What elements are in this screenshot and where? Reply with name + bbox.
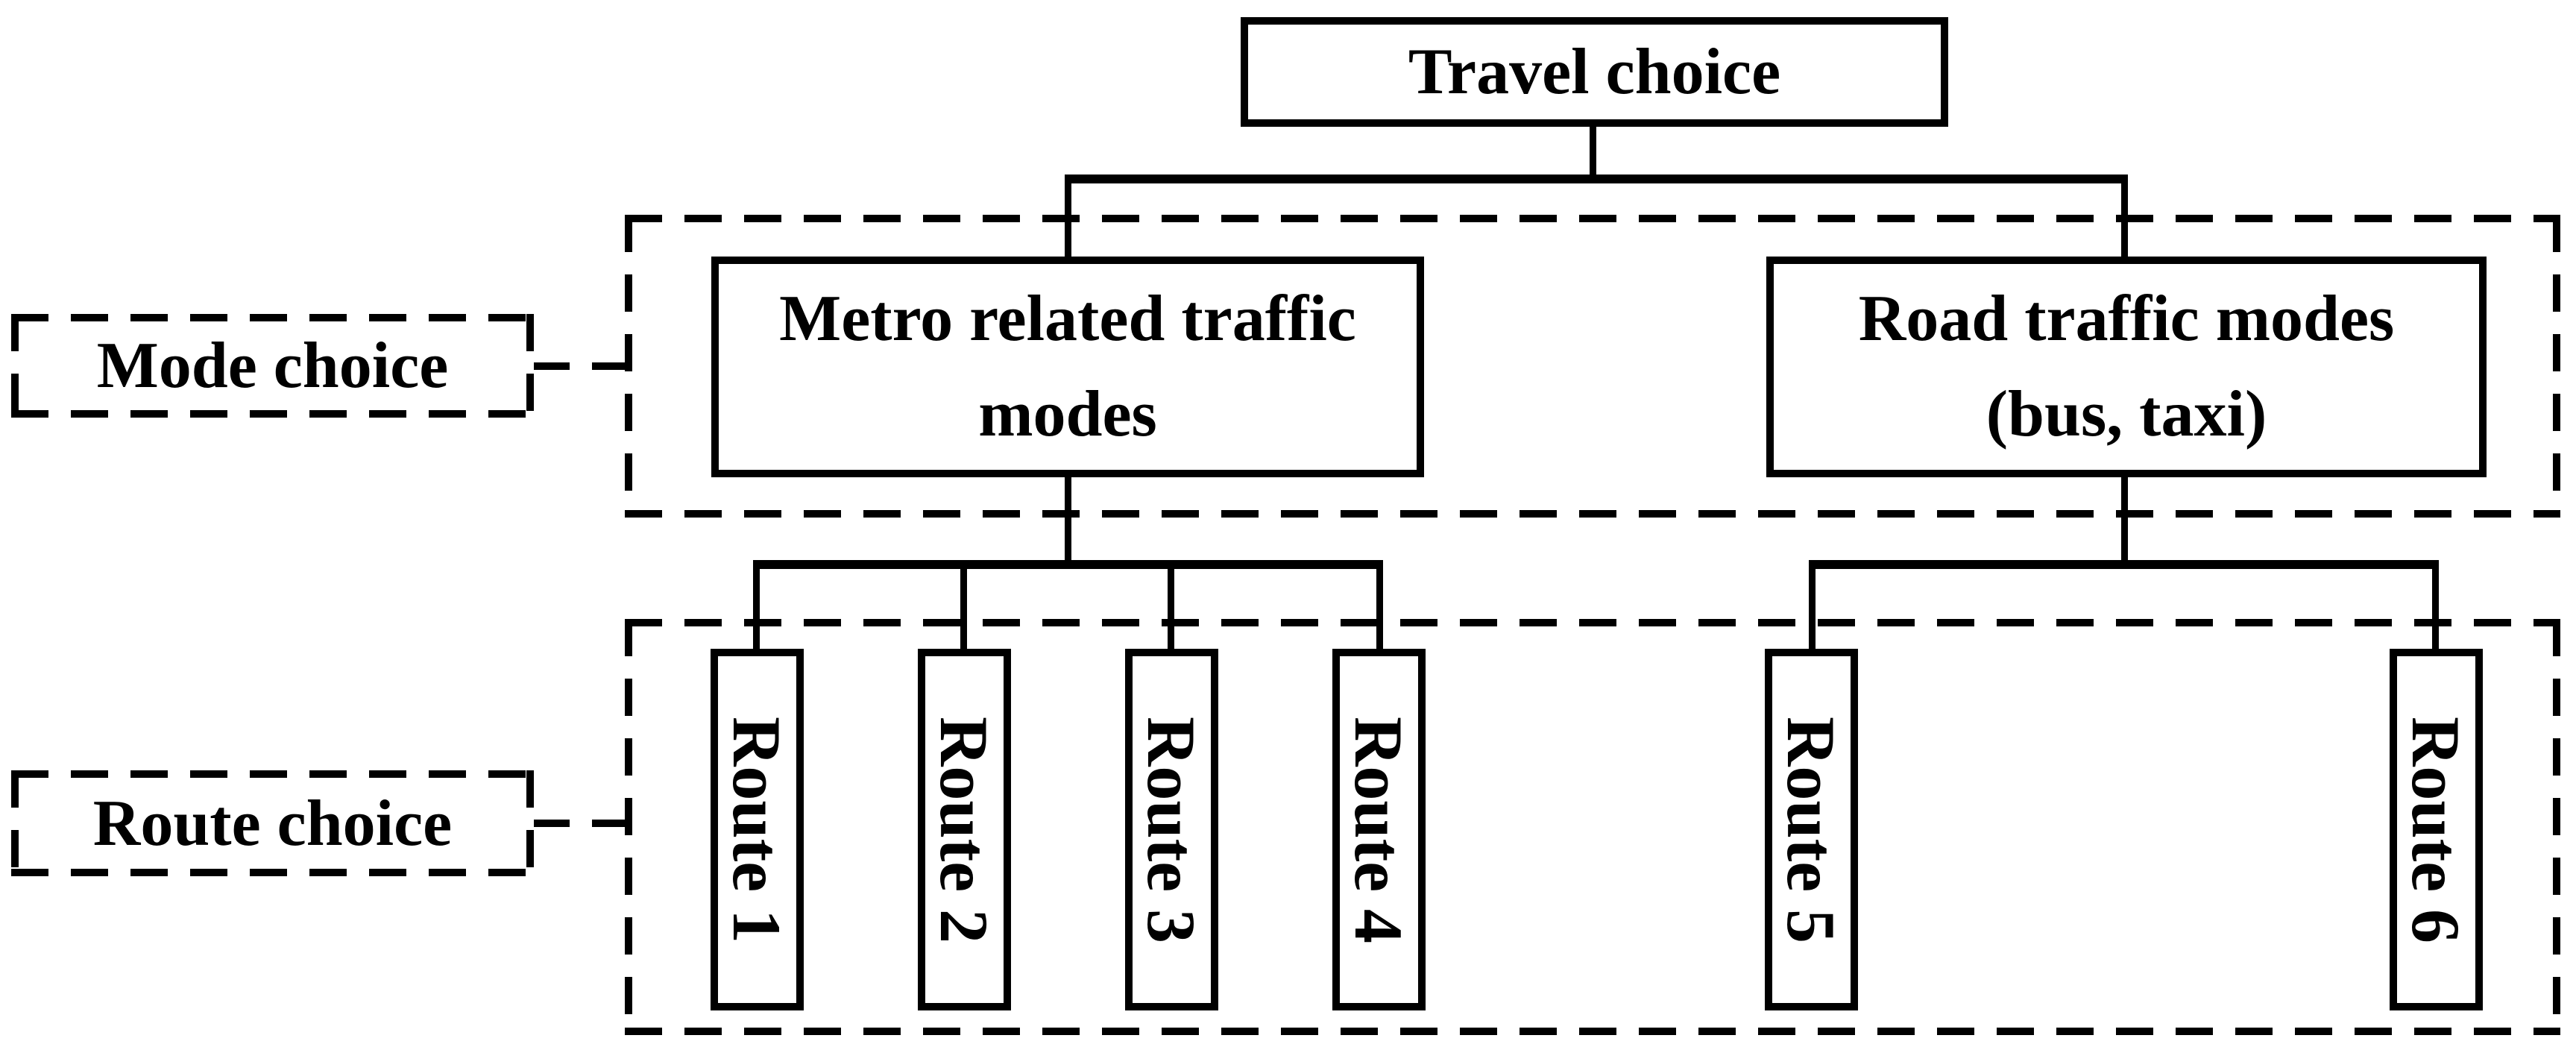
route-5-node: Route 5 [1765, 649, 1858, 1010]
route-1-drop-line [753, 560, 760, 653]
travel-stem-line [1590, 125, 1596, 179]
route-2-node-text: Route 2 [926, 716, 1003, 943]
metro-modes-line1: Metro related traffic [779, 283, 1356, 356]
route-5-node-text: Route 5 [1773, 716, 1850, 943]
metro-modes-line2: modes [978, 378, 1157, 450]
road-modes-line1: Road traffic modes [1858, 283, 2395, 356]
route-6-drop-line [2432, 560, 2439, 653]
route-2-drop-line [960, 560, 967, 653]
route-label-dashed-connector [534, 820, 625, 827]
route-3-node-text: Route 3 [1133, 716, 1210, 943]
travel-choice-node: Travel choice [1241, 17, 1948, 127]
metro-routes-span-line [753, 560, 1383, 569]
metro-branch-drop-line [1065, 174, 1071, 260]
road-routes-span-line [1809, 560, 2439, 569]
route-5-drop-line [1809, 560, 1816, 653]
mode-choice-stage-label-text: Mode choice [96, 330, 449, 402]
route-6-node: Route 6 [2390, 649, 2483, 1010]
route-2-node: Route 2 [918, 649, 1011, 1010]
route-4-node-text: Route 4 [1341, 716, 1417, 943]
metro-routes-stem-line [1065, 474, 1071, 566]
mode-split-line [1065, 174, 2128, 183]
route-1-node: Route 1 [711, 649, 804, 1010]
road-routes-stem-line [2121, 474, 2128, 566]
road-modes-line2: (bus, taxi) [1985, 378, 2267, 450]
route-choice-stage-label-text: Route choice [92, 787, 453, 860]
road-modes-node: Road traffic modes (bus, taxi) [1766, 257, 2487, 477]
mode-label-dashed-connector [534, 362, 625, 370]
route-4-node: Route 4 [1332, 649, 1426, 1010]
route-4-drop-line [1376, 560, 1383, 653]
route-3-node: Route 3 [1125, 649, 1218, 1010]
route-1-node-text: Route 1 [719, 716, 796, 943]
travel-choice-node-text: Travel choice [1408, 36, 1781, 108]
metro-modes-node-text: Metro related traffic modes [779, 271, 1356, 462]
metro-modes-node: Metro related traffic modes [711, 257, 1424, 477]
mode-choice-stage-label: Mode choice [11, 314, 534, 418]
road-modes-node-text: Road traffic modes (bus, taxi) [1859, 271, 2395, 462]
route-6-node-text: Route 6 [2398, 716, 2475, 943]
route-3-drop-line [1168, 560, 1174, 653]
route-choice-level-region [625, 619, 2560, 1035]
road-branch-drop-line [2121, 174, 2128, 260]
route-choice-stage-label: Route choice [11, 770, 534, 876]
